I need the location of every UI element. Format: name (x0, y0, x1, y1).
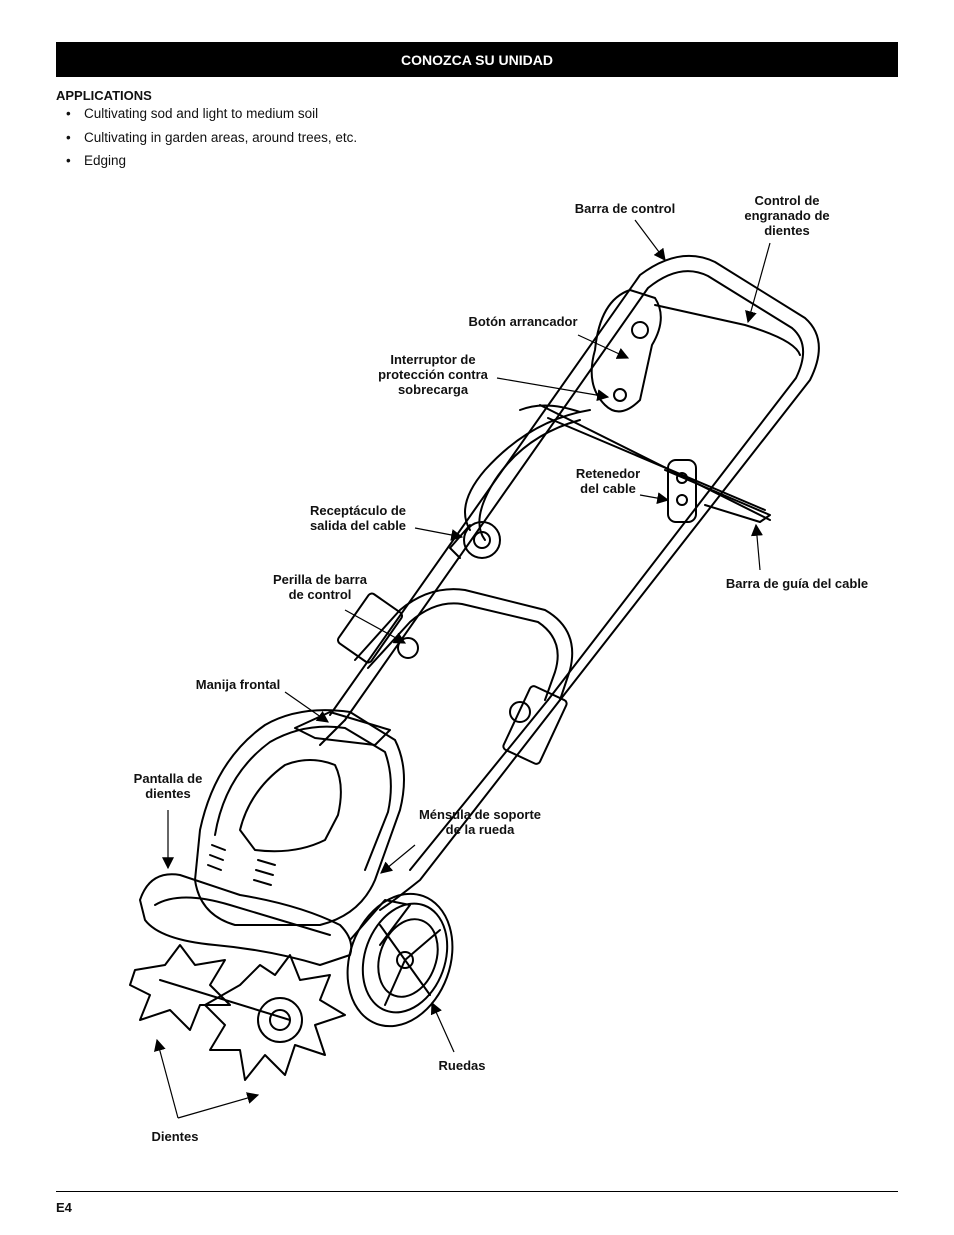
label-barra-de-control: Barra de control (574, 201, 676, 216)
label-pantalla-dientes: Pantalla de dientes (133, 771, 203, 801)
label-boton-arrancador: Botón arrancador (468, 314, 578, 329)
footer-divider (56, 1191, 898, 1192)
label-barra-guia-cable: Barra de guía del cable (725, 576, 869, 591)
label-retenedor-cable: Retenedor del cable (575, 466, 641, 496)
list-item: •Cultivating sod and light to medium soi… (66, 106, 319, 121)
label-mensula-rueda: Ménsula de soporte de la rueda (418, 807, 542, 837)
bullet-icon: • (66, 106, 71, 121)
applications-heading: APPLICATIONS (56, 88, 152, 103)
section-header-title: CONOZCA SU UNIDAD (401, 51, 553, 68)
applications-list: •Cultivating sod and light to medium soi… (66, 106, 357, 177)
label-manija-frontal: Manija frontal (195, 677, 281, 692)
label-perilla-barra-control: Perilla de barra de control (273, 572, 367, 602)
label-receptaculo-cable: Receptáculo de salida del cable (309, 503, 407, 533)
list-item: •Cultivating in garden areas, around tre… (66, 129, 358, 145)
label-interruptor-proteccion: Interruptor de protección contra sobreca… (378, 352, 488, 397)
bullet-icon: • (66, 153, 71, 168)
label-dientes: Dientes (151, 1129, 199, 1144)
page-number: E4 (56, 1200, 72, 1215)
list-item: •Edging (66, 153, 127, 168)
section-header-bar: CONOZCA SU UNIDAD (56, 42, 898, 77)
label-control-engranado: Control de engranado de dientes (744, 193, 830, 238)
label-ruedas: Ruedas (438, 1058, 486, 1073)
bullet-icon: • (66, 129, 71, 145)
